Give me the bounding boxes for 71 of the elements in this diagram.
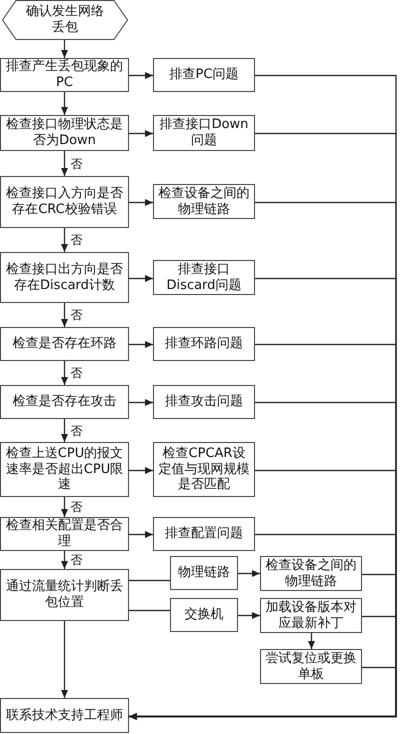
process-box xyxy=(0,115,129,151)
process-box xyxy=(0,698,129,733)
node-text: 通过流量统计判断丢包位置 xyxy=(5,579,124,611)
arrow xyxy=(61,551,68,569)
node-text: 尝试复位或更换单板 xyxy=(264,650,358,682)
arrow xyxy=(61,228,68,252)
node-text: 检查相关配置是否合理 xyxy=(5,518,124,550)
edge-label: 否 xyxy=(70,424,84,438)
edge-label: 否 xyxy=(70,308,84,322)
node-text: 确认发生网络丢包 xyxy=(26,4,104,36)
connector-line xyxy=(129,610,170,612)
arrow xyxy=(61,621,68,698)
arrow xyxy=(129,531,153,538)
process-box xyxy=(0,569,129,621)
arrow xyxy=(61,419,68,442)
process-box xyxy=(0,327,129,361)
node-text: 检查设备之间的物理链路 xyxy=(264,558,358,590)
node-text: 交换机 xyxy=(184,607,224,623)
arrow xyxy=(129,341,153,348)
process-box xyxy=(170,556,238,590)
process-box xyxy=(153,385,255,419)
arrow xyxy=(129,666,397,720)
node-text: 排查环路问题 xyxy=(165,336,243,352)
arrow xyxy=(129,72,153,79)
node-text: 检查CPCAR设定值与现网规模是否匹配 xyxy=(158,446,250,494)
process-box xyxy=(153,115,255,151)
arrow xyxy=(61,303,68,327)
node-text: 检查接口物理状态是否为Down xyxy=(5,117,124,149)
node-text: 排查接口Discard问题 xyxy=(166,262,242,294)
process-box xyxy=(153,327,255,361)
edge-label: 否 xyxy=(70,500,84,514)
connector-line xyxy=(129,580,170,582)
node-text: 检查是否存在环路 xyxy=(12,336,116,352)
arrow xyxy=(61,497,68,517)
arrow xyxy=(129,275,153,282)
arrow xyxy=(61,151,68,176)
node-text: 排查PC问题 xyxy=(170,67,238,83)
arrow xyxy=(129,130,153,137)
edge-label: 否 xyxy=(70,156,84,170)
process-box xyxy=(153,517,255,551)
process-box xyxy=(153,58,255,92)
edge-label: 否 xyxy=(70,366,84,380)
arrow xyxy=(129,199,153,206)
arrow xyxy=(61,361,68,385)
process-box xyxy=(170,598,238,632)
start-hexagon xyxy=(2,0,128,40)
edge-label: 否 xyxy=(70,233,84,247)
arrow xyxy=(238,612,260,619)
arrow xyxy=(238,570,260,577)
arrow xyxy=(129,399,153,406)
arrow xyxy=(308,633,315,649)
process-box xyxy=(0,385,129,419)
process-box xyxy=(0,176,129,228)
arrow xyxy=(61,40,68,58)
edge-label: 否 xyxy=(70,553,84,567)
arrow xyxy=(129,467,153,474)
node-text: 排查配置问题 xyxy=(165,526,243,542)
node-text: 联系技术支持工程师 xyxy=(6,708,123,724)
node-text: 检查接口出方向是否存在Discard计数 xyxy=(5,262,124,294)
node-text: 检查是否存在攻击 xyxy=(12,394,116,410)
node-text: 检查接口入方向是否存在CRC校验错误 xyxy=(5,186,124,218)
node-text: 加载设备版本对应最新补丁 xyxy=(264,600,358,632)
node-text: 物理链路 xyxy=(178,565,230,581)
arrow xyxy=(61,92,68,115)
node-text: 检查设备之间的物理链路 xyxy=(158,186,250,218)
node-text: 排查攻击问题 xyxy=(165,394,243,410)
node-text: 排查产生丢包现象的PC xyxy=(5,59,124,91)
process-box xyxy=(153,260,255,295)
node-text: 检查上送CPU的报文速率是否超出CPU限速 xyxy=(4,446,124,494)
process-box xyxy=(0,252,129,303)
node-text: 排查接口Down问题 xyxy=(158,117,250,149)
